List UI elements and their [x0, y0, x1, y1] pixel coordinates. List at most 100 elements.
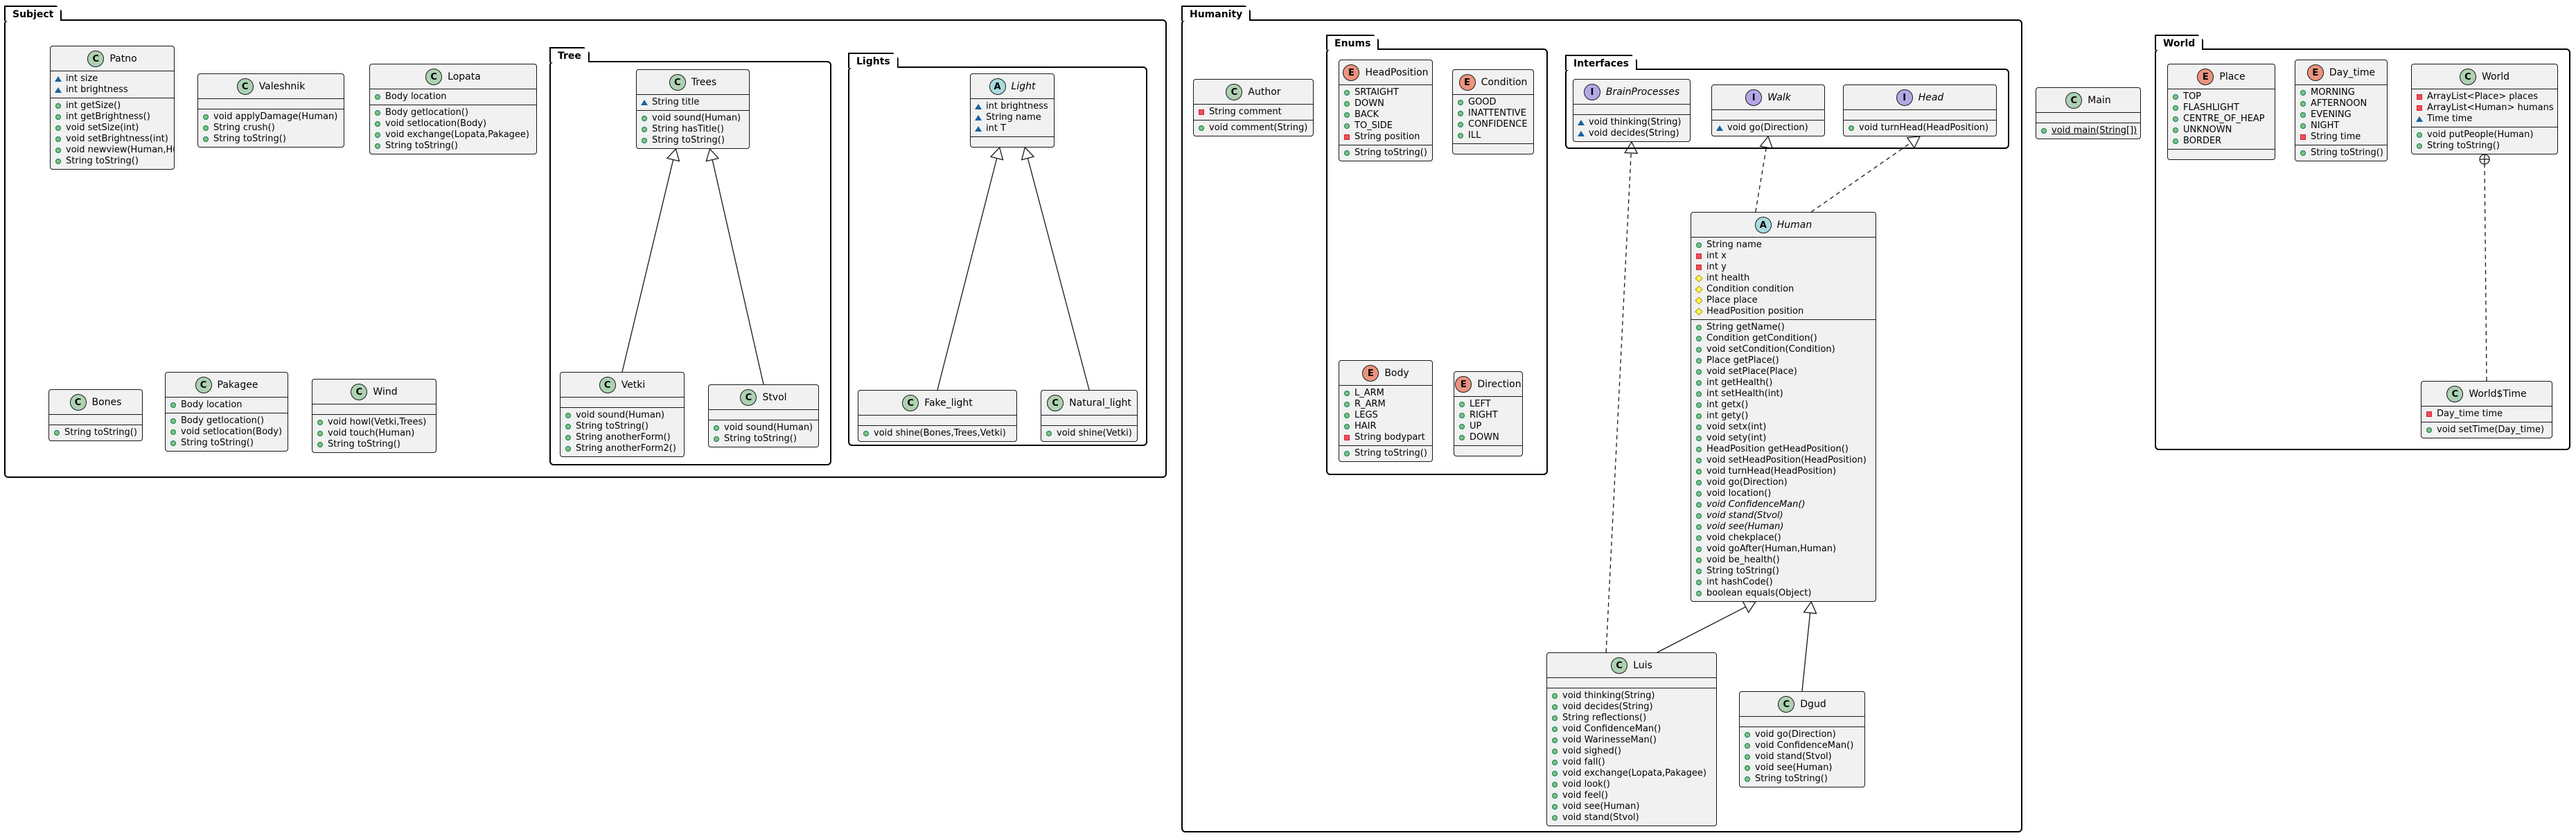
- visibility-mpub-icon: [55, 158, 62, 165]
- member-text: void setlocation(Body): [385, 118, 487, 129]
- visibility-mpub-icon: [55, 136, 62, 143]
- visibility-pub-icon: [2172, 116, 2179, 123]
- class-header: E Condition: [1453, 70, 1533, 94]
- class-name: Human: [1776, 220, 1812, 231]
- class-methods: void thinking(String)void decides(String…: [1547, 688, 1716, 826]
- member-text: HAIR: [1355, 421, 1377, 431]
- class-methods: String getName()Condition getCondition()…: [1691, 319, 1876, 601]
- class-method: void sound(Human): [713, 422, 814, 434]
- visibility-pkg-icon: [55, 75, 62, 82]
- class-field: int brightness: [975, 101, 1050, 112]
- member-text: int gety(): [1706, 411, 1749, 421]
- visibility-mpub-icon: [1551, 814, 1558, 821]
- visibility-mpub-icon: [1695, 368, 1702, 375]
- member-text: String bodypart: [1355, 432, 1425, 443]
- member-text: void setx(int): [1706, 422, 1767, 432]
- class-field: String name: [975, 112, 1050, 123]
- visibility-pub-icon: [1343, 412, 1350, 419]
- member-text: String getName(): [1706, 322, 1785, 332]
- visibility-mpub-icon: [1695, 324, 1702, 331]
- class-field: Body location: [170, 400, 283, 411]
- member-text: void sety(int): [1706, 433, 1767, 443]
- class-method: void thinking(String): [1578, 117, 1686, 128]
- member-text: GOOD: [1468, 97, 1497, 107]
- class-method: void setlocation(Body): [374, 118, 532, 130]
- class-method: void decides(String): [1551, 702, 1712, 713]
- class-method: String toString(): [2416, 141, 2553, 152]
- visibility-mpub-icon: [53, 429, 60, 436]
- package-tree: Tree: [549, 61, 831, 465]
- visibility-pri-icon: [2416, 105, 2423, 112]
- class-icon: C: [2446, 386, 2464, 402]
- interface-icon: I: [1745, 89, 1763, 106]
- visibility-mpkg-icon: [1716, 125, 1723, 132]
- member-text: String toString(): [1755, 774, 1828, 784]
- class-icon: C: [1226, 84, 1243, 100]
- visibility-mpub-icon: [1695, 435, 1702, 442]
- visibility-pkg-icon: [55, 87, 62, 93]
- class-icon: C: [599, 377, 616, 393]
- class-method: int getHealth(): [1695, 377, 1871, 389]
- enum-icon: E: [1458, 74, 1476, 91]
- class-name: Vetki: [621, 380, 646, 391]
- class-fields: [312, 404, 436, 414]
- member-text: String toString(): [213, 134, 286, 144]
- visibility-pri-icon: [1198, 109, 1205, 116]
- visibility-mpub-icon: [1744, 742, 1751, 749]
- member-text: String position: [1355, 132, 1420, 142]
- class-method: int getSize(): [55, 100, 170, 112]
- class-methods: [1454, 445, 1522, 456]
- interface-icon: I: [1896, 89, 1913, 106]
- member-text: void location(): [1706, 488, 1772, 499]
- visibility-mpub-icon: [565, 434, 572, 441]
- member-text: int T: [986, 123, 1007, 134]
- visibility-mpub-icon: [1551, 759, 1558, 766]
- member-text: String comment: [1209, 107, 1282, 117]
- class-field: AFTERNOON: [2300, 98, 2383, 109]
- class-field: String title: [641, 97, 745, 108]
- class-field: int x: [1695, 251, 1871, 262]
- class-methods: void howl(Vetki,Trees)void touch(Human)S…: [312, 414, 436, 452]
- visibility-pub-icon: [1343, 112, 1350, 118]
- class-name: Condition: [1481, 77, 1528, 88]
- class-field: ArrayList<Place> places: [2416, 91, 2553, 102]
- class-method: String toString(): [317, 439, 432, 450]
- member-text: void setPlace(Place): [1706, 366, 1797, 377]
- class-method: String toString(): [2300, 148, 2383, 159]
- member-text: R_ARM: [1355, 399, 1386, 409]
- class-icon: C: [1611, 657, 1628, 674]
- class-name: Wind: [373, 386, 398, 398]
